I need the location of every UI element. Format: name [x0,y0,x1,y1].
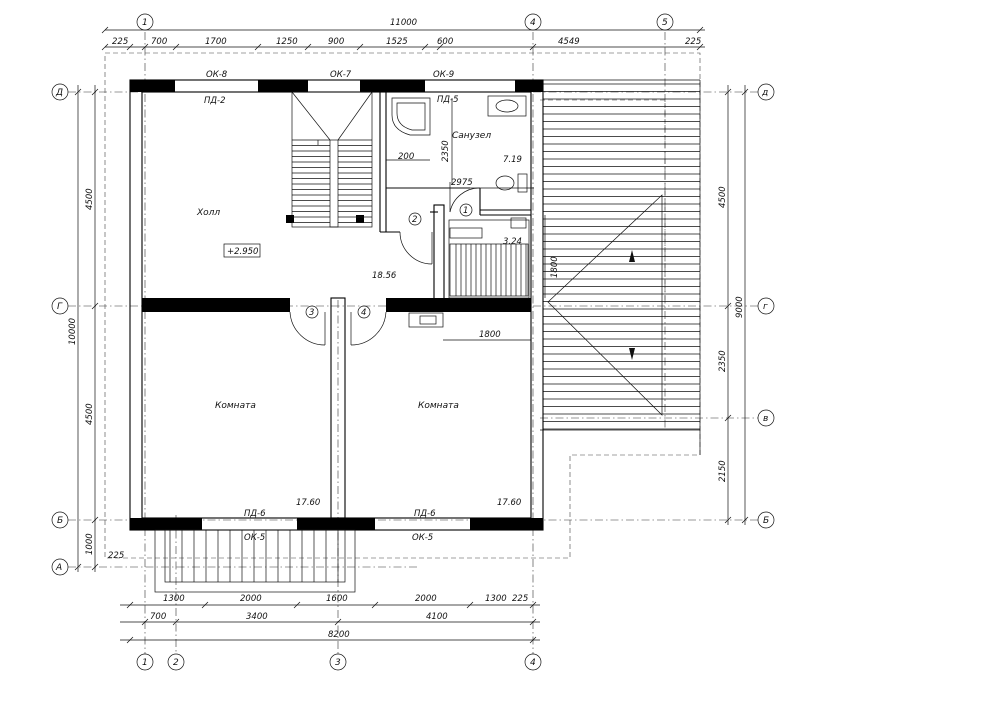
dim-top-9: 225 [685,37,701,47]
room-left-name: Комната [215,401,256,411]
dim-right-2: 2350 [718,350,728,372]
dim-bottom-overall: 8200 [328,630,350,640]
door-pd6-right-label: ПД-6 [414,509,436,519]
dim-right-overall: 9000 [735,296,745,318]
dim-left-2: 4500 [85,403,95,425]
dim-bottom-a4: 2000 [415,594,437,604]
dim-right-1: 4500 [718,186,728,208]
roof-overhang-contour [104,52,701,559]
dim-left-1: 4500 [85,188,95,210]
axis-bottom-2: 2 [173,658,179,668]
room-hall-name: Холл [196,208,220,218]
axis-lines [68,32,760,655]
room-bath-area: 7.19 [503,155,522,165]
axis-left-A: А [55,563,62,573]
room-sauna-area: 3.24 [503,237,522,247]
dim-2975: 2975 [451,178,473,188]
door-marker-2: 2 [412,215,417,225]
axis-right-d: д [761,88,768,98]
axis-bottom-1: 1 [142,658,148,668]
dim-1800-vertical: 1800 [550,256,560,278]
window-ok9-label: ОК-9 [433,70,454,80]
axis-bottom-4: 4 [530,658,536,668]
opening-labels: ОК-8 ОК-7 ОК-9 ПД-2 ПД-5 ПД-6 ПД-6 ОК-5 … [204,70,459,543]
axis-right-B: Б [763,516,769,526]
dim-top-1: 225 [112,37,128,47]
dim-left-225: 225 [108,551,124,561]
dim-top-2: 700 [151,37,167,47]
room-left-area: 17.60 [296,498,320,508]
room-right-area: 17.60 [497,498,521,508]
room-bath-name: Санузел [452,131,491,141]
door-pd5-label: ПД-5 [437,95,459,105]
door-pd2-label: ПД-2 [204,96,226,106]
dim-top-6: 1525 [386,37,408,47]
dim-top-8: 4549 [558,37,580,47]
dim-top-4: 1250 [276,37,298,47]
staircase [286,91,373,228]
axis-right-v: в [763,414,768,424]
level-mark: +2.950 [227,247,258,257]
door-markers: 1 2 3 4 [305,203,473,319]
door-pd6-left-label: ПД-6 [244,509,266,519]
door-marker-4: 4 [361,308,366,318]
dim-bottom-a6: 225 [512,594,528,604]
stove [408,312,444,328]
room-labels: Холл +2.950 18.56 Санузел 7.19 3.24 Комн… [196,131,522,508]
sauna-bench [448,219,530,299]
dim-left-overall: 10000 [68,318,78,345]
dimension-texts: 11000 225 700 1700 1250 900 1525 600 454… [68,18,745,640]
dim-200: 200 [398,152,414,162]
room-hall-area: 18.56 [372,271,397,281]
window-ok8-label: ОК-8 [206,70,228,80]
window-ok5-right-label: ОК-5 [412,533,433,543]
axis-left-G: Г [57,302,63,312]
dim-top-5: 900 [328,37,344,47]
axis-bubbles: 1 4 5 1 2 3 4 Д Г Б А д г в Б [51,13,775,671]
axis-bottom-3: 3 [335,658,341,668]
axis-left-D: Д [55,88,63,98]
dim-bottom-a5: 1300 [485,594,507,604]
dim-top-3: 1700 [205,37,227,47]
room-right-name: Комната [418,401,459,411]
dim-top-overall: 11000 [390,18,417,28]
dim-left-3: 1000 [85,533,95,555]
dim-bottom-a3: 1600 [326,594,348,604]
axis-right-g: г [763,302,768,312]
dim-1800-horizontal: 1800 [479,330,501,340]
axis-top-5: 5 [662,18,668,28]
dim-bath-2350: 2350 [441,140,451,162]
window-ok7-label: ОК-7 [330,70,352,80]
door-marker-3: 3 [309,308,314,318]
axis-top-4: 4 [530,18,536,28]
dim-bottom-b3: 4100 [426,612,448,622]
dim-bottom-a1: 1300 [163,594,185,604]
dim-top-7: 600 [437,37,453,47]
balcony-steps [154,529,356,593]
dim-right-3: 2150 [718,460,728,482]
bath-fixtures [391,95,528,229]
roof-triangle [540,79,701,455]
dim-bottom-b2: 3400 [246,612,268,622]
door-marker-1: 1 [463,206,468,216]
axis-left-B: Б [57,516,63,526]
building-walls [129,79,544,531]
window-ok5-left-label: ОК-5 [244,533,265,543]
dim-bottom-a2: 2000 [240,594,262,604]
door-swings [289,182,481,346]
roof-hatching [543,83,700,430]
axis-top-1: 1 [142,18,148,28]
dim-bottom-b1: 700 [150,612,166,622]
dimension-lines [74,26,749,644]
